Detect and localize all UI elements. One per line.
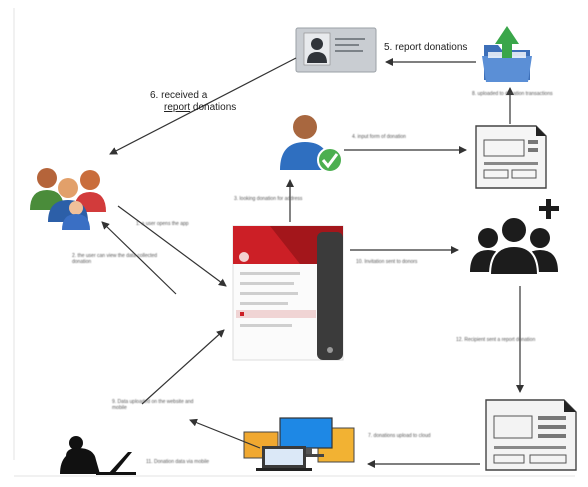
flow-arrows [101,57,524,468]
add-group-icon [470,199,559,276]
step-10-label: 10. Invitation sent to donors [356,259,418,265]
label-received-rest: donations [190,101,237,113]
step-7-label: 7. donations upload to cloud [368,433,431,439]
report-document-icon [485,399,577,471]
step-1-label: 1. a user opens the app [136,221,189,227]
verified-user-icon [280,115,343,173]
arrow-view-collected [101,221,177,295]
label-received-report: 6. received a report donations [150,90,270,113]
arrow-received-report [109,57,297,155]
arrow-data-uploaded [141,329,225,405]
label-received-report-word: report [164,101,191,113]
id-card-icon [295,27,377,73]
step-9-label: 9. Data uploaded on the website and mobi… [112,399,194,411]
person-laptop-icon [60,436,136,475]
step-8-label: 8. uploaded to donation transactions [472,91,553,97]
label-received-line2: report donations [150,102,270,114]
mobile-app-screen [232,225,344,361]
label-report-donations: 5. report donations [384,42,468,53]
arrow-devices-person [189,418,261,449]
multi-device-icon [243,417,355,471]
arrow-user-opens-app [117,205,227,287]
upload-folder-icon [482,26,532,82]
label-received-line1: 6. received a [150,90,208,101]
step-3-label: 3. looking donation for address [234,196,303,202]
step-11-label: 11. Donation data via mobile [146,459,210,465]
step-2-label: 2. the user can view the data collected … [72,253,158,265]
step-12-label: 12. Recipient sent a report donation [456,337,536,343]
form-document-icon [475,125,547,189]
users-group-icon [30,168,106,230]
step-4-label: 4. input form of donation [352,134,406,140]
